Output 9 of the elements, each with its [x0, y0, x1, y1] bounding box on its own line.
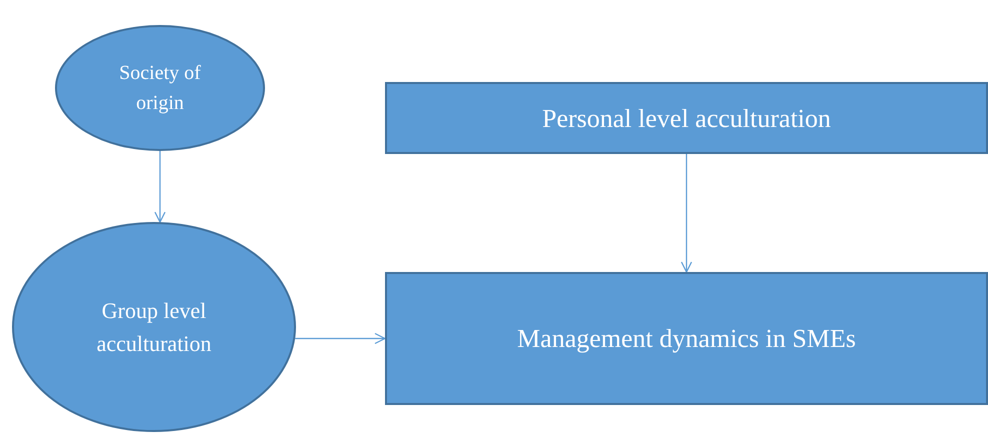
arrow [295, 332, 386, 344]
node-label: Society of origin [118, 61, 202, 116]
node-label: Management dynamics in SMEs [517, 323, 856, 355]
node-label: Group level acculturation [96, 297, 212, 358]
node-label: Personal level acculturation [542, 102, 831, 134]
arrow [680, 154, 692, 273]
process-box [385, 82, 988, 154]
process-box [385, 272, 988, 405]
arrow [154, 151, 166, 223]
